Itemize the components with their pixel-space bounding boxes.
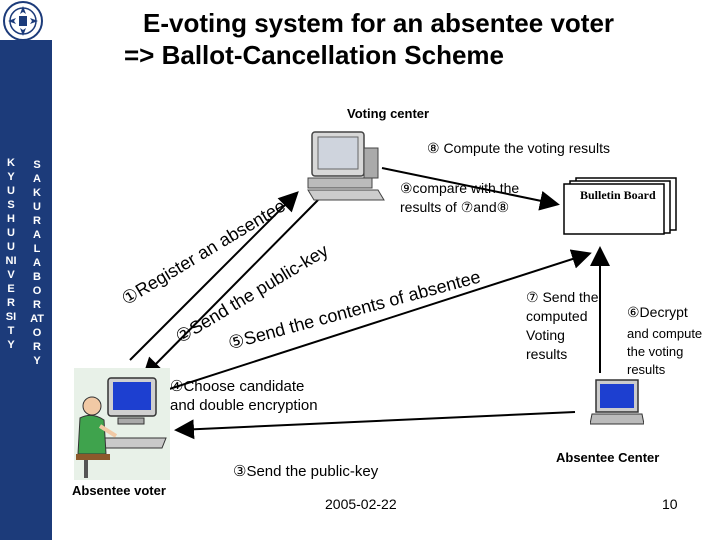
university-emblem-icon <box>2 0 44 42</box>
step-6-body: and compute the voting results <box>627 326 703 377</box>
sidebar-lab-name: SAKURA LABORATORY <box>30 159 44 367</box>
absentee-center-label: Absentee Center <box>556 450 660 465</box>
arrow-register <box>129 191 299 361</box>
title-line-2: => Ballot-Cancellation Scheme <box>124 40 505 70</box>
sidebar: KYUSHU UNIVERSITY SAKURA LABORATORY <box>0 40 52 540</box>
computer-icon <box>306 128 386 202</box>
step-4-label-line-2: and double encryption <box>170 397 318 414</box>
footer-date: 2005-02-22 <box>325 496 397 512</box>
step-4-label-line-1: ④Choose candidate <box>170 378 305 395</box>
arrow-absentee-center-to-voter <box>174 411 576 440</box>
sidebar-university-name: KYUSHU UNIVERSITY <box>5 157 17 351</box>
document-stack-icon: Bulletin Board <box>560 176 680 236</box>
title-line-1: E-voting system for an absentee voter <box>143 8 615 38</box>
arrow-send-public-key <box>142 199 319 378</box>
arrow-send-contents <box>159 249 592 393</box>
step-8-label: ⑧ Compute the voting results <box>427 140 610 156</box>
absentee-voter-label: Absentee voter <box>72 483 166 498</box>
step-7-label: ⑦ Send the computed Voting results <box>526 289 599 362</box>
footer-page-number: 10 <box>662 496 678 512</box>
voting-center-label: Voting center <box>347 106 430 121</box>
person-at-computer-icon <box>74 368 170 480</box>
laptop-icon <box>590 378 644 428</box>
step-3-label: ③Send the public-key <box>233 463 379 480</box>
step-6-title: ⑥Decrypt <box>627 304 688 320</box>
arrow-center-to-board <box>381 167 560 211</box>
bulletin-board-label: Bulletin Board <box>580 188 656 202</box>
step-9-label: ⑨compare with the results of ⑦and⑧ <box>400 180 520 215</box>
